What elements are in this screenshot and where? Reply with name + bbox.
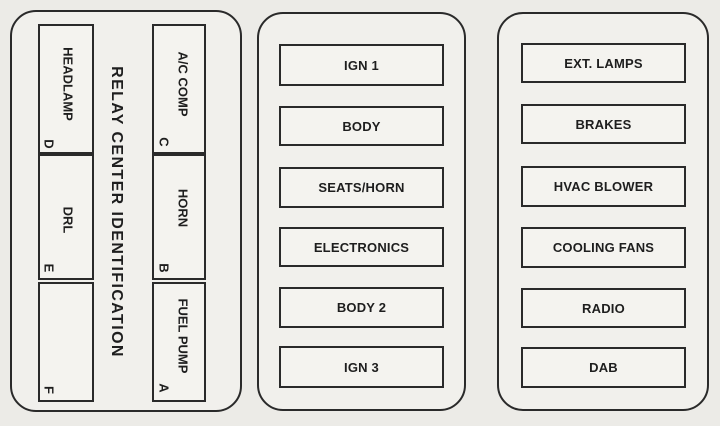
- fuse-panel-middle: IGN 1 BODY SEATS/HORN ELECTRONICS BODY 2…: [257, 12, 466, 411]
- fuse-ign-1: IGN 1: [279, 44, 444, 86]
- relay-a-label: FUEL PUMP: [175, 298, 191, 374]
- relay-center-title: RELAY CENTER IDENTIFICATION: [108, 66, 125, 358]
- fuse-radio: RADIO: [521, 288, 686, 328]
- relay-c-letter: C: [156, 137, 172, 147]
- relay-b-label: HORN: [175, 188, 191, 228]
- fuse-dab: DAB: [521, 347, 686, 388]
- relay-a: FUEL PUMP A: [152, 282, 206, 402]
- relay-a-letter: A: [156, 383, 172, 393]
- relay-e: DRL E: [38, 154, 94, 280]
- fuse-cooling-fans: COOLING FANS: [521, 227, 686, 268]
- relay-d-letter: D: [41, 139, 57, 149]
- fuse-electronics: ELECTRONICS: [279, 227, 444, 267]
- fuse-seats-horn: SEATS/HORN: [279, 167, 444, 208]
- fuse-hvac-blower: HVAC BLOWER: [521, 166, 686, 207]
- relay-e-letter: E: [41, 263, 57, 273]
- relay-c-label: A/C COMP: [175, 51, 191, 117]
- fuse-ext-lamps: EXT. LAMPS: [521, 43, 686, 83]
- fuse-panel-right: EXT. LAMPS BRAKES HVAC BLOWER COOLING FA…: [497, 12, 709, 411]
- relay-d-label: HEADLAMP: [60, 47, 76, 121]
- fuse-body: BODY: [279, 106, 444, 146]
- relay-center-panel: HEADLAMP D DRL E F RELAY CENTER IDENTIFI…: [10, 10, 242, 412]
- relay-c: A/C COMP C: [152, 24, 206, 154]
- relay-b-letter: B: [156, 263, 172, 273]
- relay-e-label: DRL: [60, 206, 76, 234]
- fuse-body-2: BODY 2: [279, 287, 444, 328]
- fuse-ign-3: IGN 3: [279, 346, 444, 388]
- relay-b: HORN B: [152, 154, 206, 280]
- fuse-brakes: BRAKES: [521, 104, 686, 144]
- relay-f-letter: F: [41, 386, 57, 394]
- relay-f: F: [38, 282, 94, 402]
- relay-d: HEADLAMP D: [38, 24, 94, 154]
